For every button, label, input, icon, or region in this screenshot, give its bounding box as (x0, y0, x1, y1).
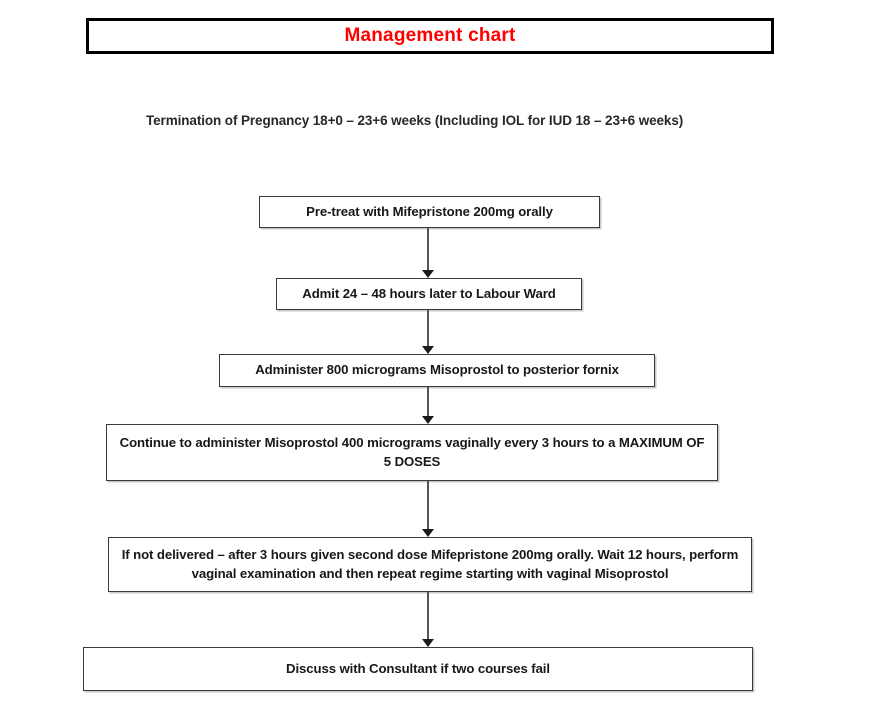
flow-step-label: Discuss with Consultant if two courses f… (286, 660, 550, 676)
down-arrow-icon (421, 481, 435, 537)
arrow-head (422, 639, 434, 647)
down-arrow-icon (421, 592, 435, 647)
flow-step-discuss-with-consultant: Discuss with Consultant if two courses f… (83, 647, 753, 691)
flow-step-administer-misoprostol-800: Administer 800 micrograms Misoprostol to… (219, 354, 655, 387)
arrow-stem (427, 228, 429, 271)
flow-step-label: Administer 800 micrograms Misoprostol to… (255, 362, 619, 378)
arrow-stem (427, 481, 429, 530)
chart-subtitle: Termination of Pregnancy 18+0 – 23+6 wee… (146, 113, 684, 128)
flow-step-label: If not delivered – after 3 hours given s… (121, 546, 739, 581)
down-arrow-icon (421, 228, 435, 278)
flow-step-label: Continue to administer Misoprostol 400 m… (119, 434, 705, 469)
arrow-stem (427, 387, 429, 417)
arrow-head (422, 270, 434, 278)
flow-step-if-not-delivered: If not delivered – after 3 hours given s… (108, 537, 752, 592)
flow-step-label: Admit 24 – 48 hours later to Labour Ward (302, 285, 556, 301)
management-chart-title-box: Management chart (86, 18, 774, 54)
down-arrow-icon (421, 310, 435, 354)
arrow-head (422, 529, 434, 537)
arrow-head (422, 346, 434, 354)
flow-step-admit-labour-ward: Admit 24 – 48 hours later to Labour Ward (276, 278, 582, 310)
down-arrow-icon (421, 387, 435, 424)
arrow-stem (427, 592, 429, 640)
flow-step-continue-misoprostol-400: Continue to administer Misoprostol 400 m… (106, 424, 718, 481)
page-title: Management chart (344, 25, 516, 46)
flow-step-label: Pre-treat with Mifepristone 200mg orally (306, 203, 553, 219)
arrow-head (422, 416, 434, 424)
arrow-stem (427, 310, 429, 347)
flow-step-pre-treat-mifepristone: Pre-treat with Mifepristone 200mg orally (259, 196, 600, 228)
